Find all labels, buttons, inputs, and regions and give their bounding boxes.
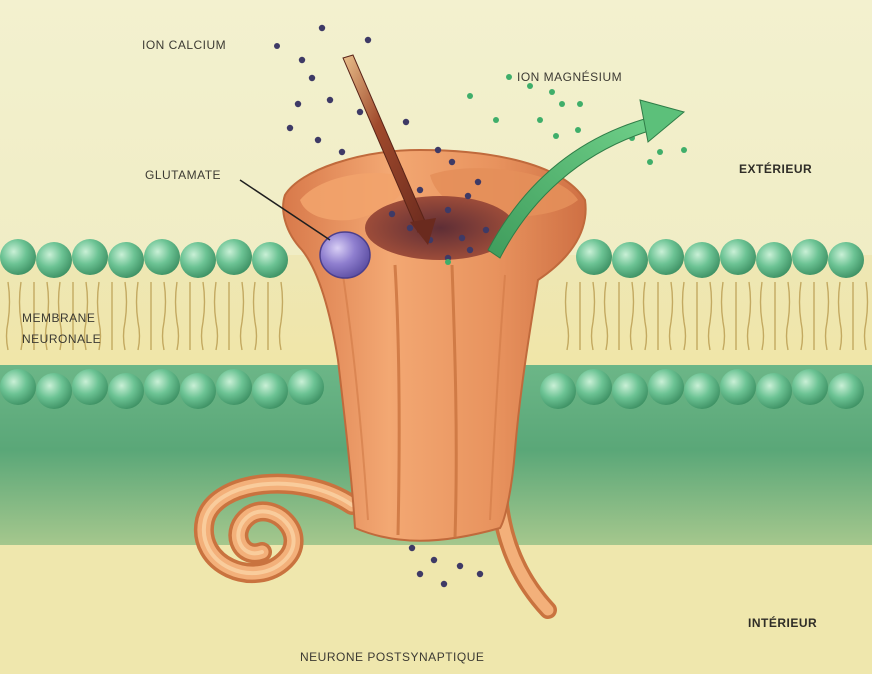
phospholipid-head: [36, 242, 72, 278]
calcium-ion: [417, 571, 423, 577]
phospholipid-head: [0, 239, 36, 275]
phospholipid-head: [216, 369, 252, 405]
label-membrane-line1: MEMBRANE: [22, 308, 101, 329]
calcium-ion: [465, 193, 471, 199]
phospholipid-head: [648, 239, 684, 275]
calcium-ion: [389, 211, 395, 217]
phospholipid-head: [0, 369, 36, 405]
phospholipid-head: [180, 373, 216, 409]
calcium-ion: [445, 207, 451, 213]
label-interior: INTÉRIEUR: [748, 616, 817, 630]
calcium-ion: [365, 37, 371, 43]
phospholipid-head: [252, 242, 288, 278]
calcium-ion: [327, 97, 333, 103]
magnesium-ion: [553, 133, 559, 139]
phospholipid-head: [648, 369, 684, 405]
calcium-ion: [431, 557, 437, 563]
phospholipid-head: [36, 373, 72, 409]
phospholipid-head: [792, 369, 828, 405]
phospholipid-head: [288, 369, 324, 405]
magnesium-ion: [559, 101, 565, 107]
calcium-ion: [475, 179, 481, 185]
phospholipid-head: [756, 242, 792, 278]
magnesium-ion: [647, 159, 653, 165]
calcium-ion: [295, 101, 301, 107]
magnesium-ion: [445, 259, 451, 265]
magnesium-ion: [537, 117, 543, 123]
calcium-ion: [407, 225, 413, 231]
label-calcium-ion: ION CALCIUM: [142, 38, 226, 52]
calcium-ion: [441, 581, 447, 587]
magnesium-ion: [575, 127, 581, 133]
calcium-ion: [459, 235, 465, 241]
magnesium-legend-ion: [506, 74, 512, 80]
calcium-ion: [467, 247, 473, 253]
calcium-ion: [299, 57, 305, 63]
label-neuronal-membrane: MEMBRANE NEURONALE: [22, 308, 101, 350]
phospholipid-head: [828, 242, 864, 278]
magnesium-ion: [467, 93, 473, 99]
calcium-ion: [339, 149, 345, 155]
phospholipid-head: [684, 373, 720, 409]
phospholipid-head: [144, 369, 180, 405]
calcium-ion: [483, 227, 489, 233]
calcium-ion: [409, 545, 415, 551]
label-postsynaptic-neuron: NEURONE POSTSYNAPTIQUE: [300, 650, 484, 664]
calcium-ion: [457, 563, 463, 569]
phospholipid-head: [612, 373, 648, 409]
calcium-ion: [309, 75, 315, 81]
phospholipid-head: [108, 373, 144, 409]
magnesium-ion: [657, 149, 663, 155]
calcium-ion: [449, 159, 455, 165]
calcium-ion: [403, 119, 409, 125]
phospholipid-head: [576, 239, 612, 275]
calcium-ion: [319, 25, 325, 31]
phospholipid-head: [72, 239, 108, 275]
magnesium-ion: [493, 117, 499, 123]
label-magnesium-ion: ION MAGNÉSIUM: [517, 70, 622, 84]
phospholipid-head: [72, 369, 108, 405]
phospholipid-head: [612, 242, 648, 278]
calcium-ion: [287, 125, 293, 131]
phospholipid-head: [684, 242, 720, 278]
calcium-ion: [357, 109, 363, 115]
phospholipid-head: [720, 239, 756, 275]
phospholipid-head: [108, 242, 144, 278]
magnesium-ion: [577, 101, 583, 107]
label-membrane-line2: NEURONALE: [22, 329, 101, 350]
phospholipid-head: [576, 369, 612, 405]
phospholipid-head: [720, 369, 756, 405]
phospholipid-head: [180, 242, 216, 278]
magnesium-ion: [681, 147, 687, 153]
phospholipid-head: [252, 373, 288, 409]
label-glutamate: GLUTAMATE: [145, 168, 221, 182]
phospholipid-head: [144, 239, 180, 275]
label-exterior: EXTÉRIEUR: [739, 162, 812, 176]
calcium-ion: [315, 137, 321, 143]
phospholipid-head: [756, 373, 792, 409]
calcium-ion: [417, 187, 423, 193]
phospholipid-head: [828, 373, 864, 409]
calcium-ion: [435, 147, 441, 153]
phospholipid-head: [216, 239, 252, 275]
calcium-ion: [477, 571, 483, 577]
phospholipid-head: [792, 239, 828, 275]
phospholipid-head: [540, 373, 576, 409]
calcium-legend-ion: [274, 43, 280, 49]
magnesium-ion: [549, 89, 555, 95]
